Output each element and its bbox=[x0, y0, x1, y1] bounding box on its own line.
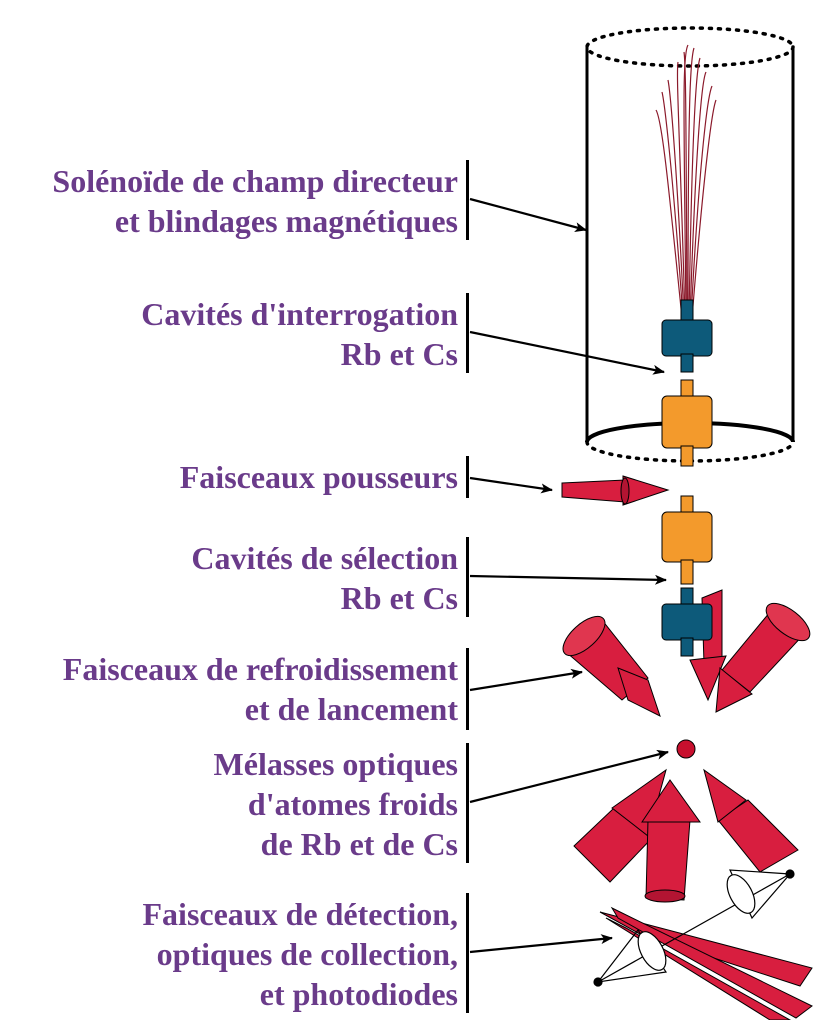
arrow-selection bbox=[469, 574, 667, 585]
interrogation-cavity-teal bbox=[661, 299, 713, 373]
selection-cavity-teal bbox=[661, 587, 713, 657]
label-solenoid: Solénoïde de champ directeur et blindage… bbox=[52, 163, 458, 239]
arrow-molasses bbox=[469, 749, 669, 804]
arrow-cooling bbox=[469, 668, 583, 692]
label-selection-cavities: Cavités de sélection Rb et Cs bbox=[191, 540, 458, 616]
bracket-molasses bbox=[466, 743, 469, 863]
leader-arrows bbox=[469, 197, 669, 954]
label-optical-molasses: Mélasses optiques d'atomes froids de Rb … bbox=[213, 746, 458, 862]
bracket-interrogation bbox=[466, 293, 469, 373]
collection-optics bbox=[593, 869, 795, 987]
bracket-solenoid bbox=[466, 160, 469, 240]
label-cooling-beams: Faisceaux de refroidissement et de lance… bbox=[62, 651, 458, 727]
bracket-selection bbox=[466, 537, 469, 617]
arrow-solenoid bbox=[469, 197, 587, 232]
label-detection: Faisceaux de détection, optiques de coll… bbox=[142, 896, 459, 1012]
label-interrogation-cavities: Cavités d'interrogation Rb et Cs bbox=[141, 296, 458, 372]
arrow-interrogation bbox=[469, 330, 665, 375]
interrogation-cavity-orange bbox=[661, 379, 713, 467]
arrow-pushers bbox=[469, 476, 553, 494]
photodiode-left-icon bbox=[593, 977, 603, 987]
atom-trajectories bbox=[655, 44, 717, 319]
cooling-beams-lower bbox=[573, 768, 799, 903]
bracket-cooling bbox=[466, 648, 469, 730]
bracket-pushers bbox=[466, 456, 469, 498]
selection-cavity-orange bbox=[661, 495, 713, 585]
label-pusher-beams: Faisceaux pousseurs bbox=[179, 459, 458, 495]
arrow-detection bbox=[469, 934, 613, 954]
pusher-beam bbox=[561, 475, 670, 506]
bracket-detection bbox=[466, 893, 469, 1013]
cold-atom-cloud bbox=[676, 739, 696, 759]
detection-beams bbox=[599, 906, 813, 1020]
photodiode-right-icon bbox=[785, 869, 795, 879]
